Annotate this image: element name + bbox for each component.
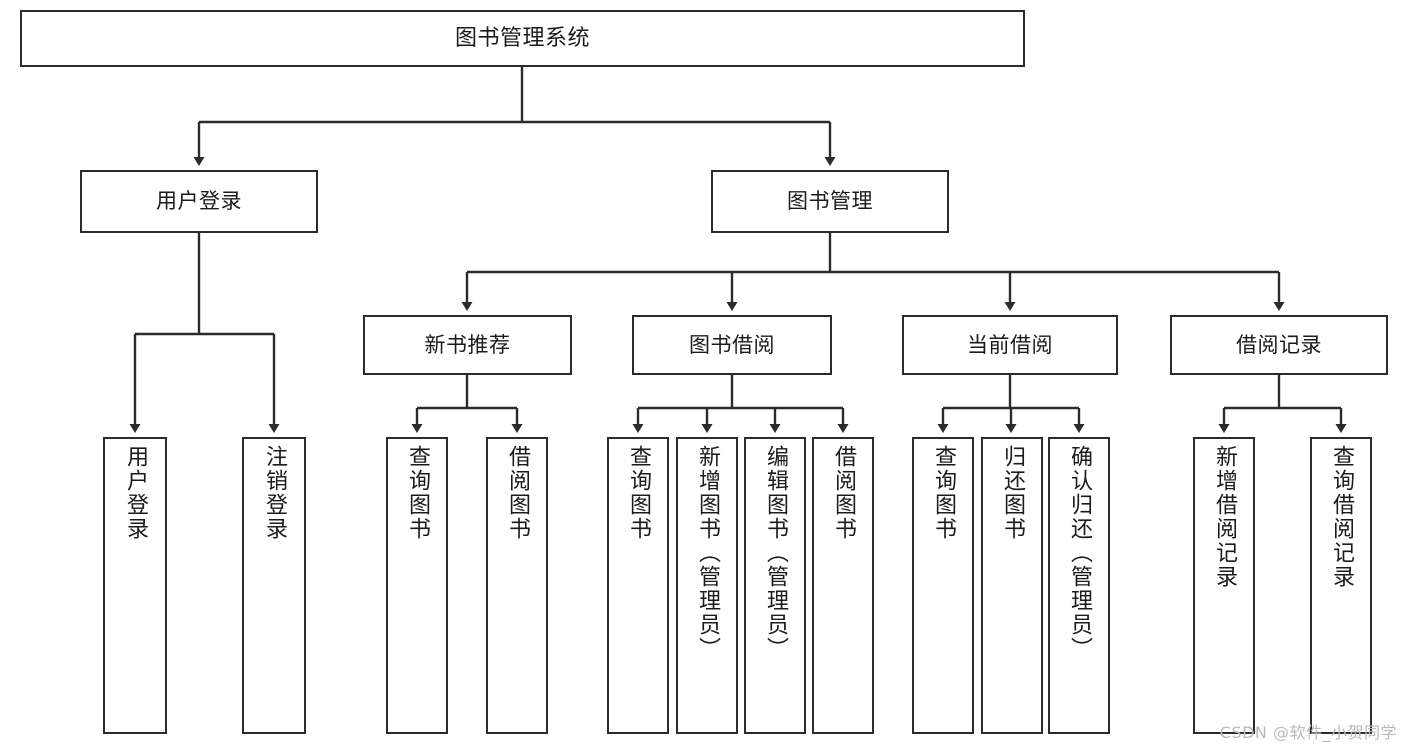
node-book-borrow[interactable]: 图书借阅	[632, 315, 832, 375]
node-root-book-management-system[interactable]: 图书管理系统	[20, 10, 1025, 67]
node-leaf-query-book-3[interactable]: 查询图书	[912, 437, 974, 734]
node-leaf-add-record[interactable]: 新增借阅记录	[1193, 437, 1255, 734]
node-label: 归还图书	[1000, 445, 1025, 541]
node-new-book-recommend[interactable]: 新书推荐	[363, 315, 572, 375]
node-label: 借阅记录	[1236, 332, 1322, 357]
node-leaf-confirm-return[interactable]: 确认归还（管理员）	[1048, 437, 1110, 734]
node-label: 注销登录	[262, 445, 287, 541]
node-leaf-query-book-2[interactable]: 查询图书	[607, 437, 669, 734]
node-leaf-edit-book[interactable]: 编辑图书（管理员）	[744, 437, 806, 734]
node-borrow-record[interactable]: 借阅记录	[1170, 315, 1388, 375]
node-leaf-borrow-book-2[interactable]: 借阅图书	[812, 437, 874, 734]
node-label: 图书管理	[787, 189, 873, 214]
node-label: 查询图书	[931, 445, 956, 541]
node-label: 当前借阅	[967, 332, 1053, 357]
node-current-borrow[interactable]: 当前借阅	[902, 315, 1118, 375]
node-leaf-borrow-book-1[interactable]: 借阅图书	[486, 437, 548, 734]
node-label: 借阅图书	[505, 445, 530, 541]
node-label: 用户登录	[123, 445, 148, 541]
node-book-manage[interactable]: 图书管理	[711, 170, 949, 233]
node-label: 新增图书（管理员）	[695, 445, 720, 661]
node-label: 新增借阅记录	[1212, 445, 1237, 589]
node-user-login[interactable]: 用户登录	[80, 170, 318, 233]
node-leaf-logout-login[interactable]: 注销登录	[242, 437, 306, 734]
node-leaf-return-book[interactable]: 归还图书	[981, 437, 1043, 734]
node-label: 编辑图书（管理员）	[763, 445, 788, 661]
node-label: 用户登录	[156, 189, 242, 214]
node-label: 确认归还（管理员）	[1067, 445, 1092, 661]
node-label: 查询借阅记录	[1329, 445, 1354, 589]
node-leaf-query-record[interactable]: 查询借阅记录	[1310, 437, 1372, 734]
csdn-watermark: CSDN @软件_小贺同学	[1219, 723, 1397, 742]
node-label: 图书借阅	[689, 332, 775, 357]
node-label: 查询图书	[405, 445, 430, 541]
node-leaf-user-login[interactable]: 用户登录	[103, 437, 167, 734]
node-leaf-query-book-1[interactable]: 查询图书	[386, 437, 448, 734]
node-leaf-add-book[interactable]: 新增图书（管理员）	[676, 437, 738, 734]
node-label: 查询图书	[626, 445, 651, 541]
node-label: 图书管理系统	[454, 25, 590, 51]
node-label: 借阅图书	[831, 445, 856, 541]
node-label: 新书推荐	[424, 332, 511, 357]
